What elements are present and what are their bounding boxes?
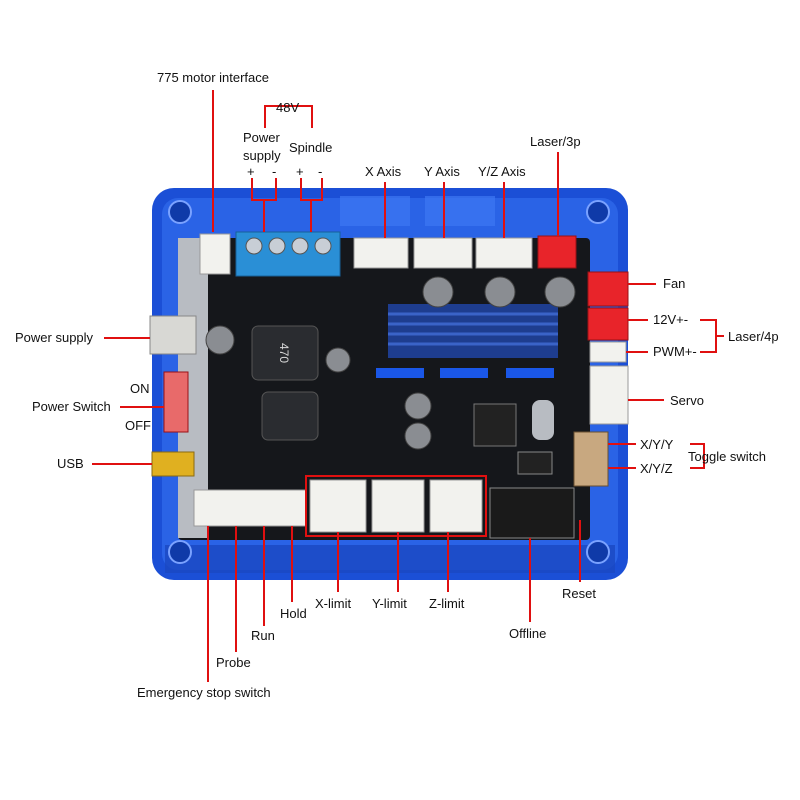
label-emergency-stop: Emergency stop switch xyxy=(137,685,271,700)
label-pwm: PWM+- xyxy=(653,344,697,359)
screw-hole-icon xyxy=(168,540,192,564)
label-yz-axis: Y/Z Axis xyxy=(478,164,526,179)
inductor xyxy=(261,391,319,441)
callout-labels: 775 motor interface 48V Power supply Spi… xyxy=(15,70,779,700)
label-run: Run xyxy=(251,628,275,643)
servo-connector xyxy=(589,365,629,425)
screw-hole-icon xyxy=(168,200,192,224)
motor-775-connector xyxy=(199,233,231,275)
jumper-header xyxy=(517,451,553,475)
label-servo: Servo xyxy=(670,393,704,408)
leader-lines xyxy=(92,90,724,682)
capacitor xyxy=(404,422,432,450)
yz-axis-connector xyxy=(475,237,533,269)
label-power-supply-left: Power supply xyxy=(15,330,94,345)
laser-4p-connector xyxy=(587,307,629,341)
label-y-axis: Y Axis xyxy=(424,164,460,179)
pwm-connector xyxy=(589,341,627,363)
capacitor xyxy=(404,392,432,420)
label-on: ON xyxy=(130,381,150,396)
label-laser-3p: Laser/3p xyxy=(530,134,581,149)
capacitor xyxy=(325,347,351,373)
crystal xyxy=(532,400,554,440)
capacitor xyxy=(484,276,516,308)
label-power-supply-top-2: supply xyxy=(243,148,281,163)
label-offline: Offline xyxy=(509,626,546,641)
label-toggle-switch: Toggle switch xyxy=(688,449,766,464)
label-minus-1: - xyxy=(272,164,276,179)
label-775-motor-interface: 775 motor interface xyxy=(157,70,269,85)
label-plus-1: + xyxy=(247,164,255,179)
heatsink xyxy=(388,304,558,358)
screw-hole-icon xyxy=(586,540,610,564)
capacitor xyxy=(422,276,454,308)
label-laser-4p: Laser/4p xyxy=(728,329,779,344)
inductor-code: 470 xyxy=(277,343,291,363)
fan-connector xyxy=(587,271,629,307)
label-12v: 12V+- xyxy=(653,312,688,327)
y-axis-connector xyxy=(413,237,473,269)
label-usb: USB xyxy=(57,456,84,471)
power-switch xyxy=(163,371,189,433)
label-x-limit: X-limit xyxy=(315,596,351,611)
toggle-switch xyxy=(573,431,609,487)
bottom-connector-strip xyxy=(193,489,307,527)
label-power-switch: Power Switch xyxy=(32,399,111,414)
screw-hole-icon xyxy=(586,200,610,224)
label-xyz: X/Y/Z xyxy=(640,461,673,476)
label-y-limit: Y-limit xyxy=(372,596,407,611)
y-limit-connector xyxy=(371,479,425,533)
label-hold: Hold xyxy=(280,606,307,621)
laser-3p-connector xyxy=(537,235,577,269)
power-jack xyxy=(149,315,197,355)
label-off: OFF xyxy=(125,418,151,433)
label-minus-2: - xyxy=(318,164,322,179)
label-reset: Reset xyxy=(562,586,596,601)
board-photo: 470 xyxy=(149,188,629,580)
inductor xyxy=(251,325,319,381)
label-fan: Fan xyxy=(663,276,685,291)
x-limit-connector xyxy=(309,479,367,533)
label-power-supply-top-1: Power xyxy=(243,130,281,145)
label-xyy: X/Y/Y xyxy=(640,437,674,452)
capacitor xyxy=(544,276,576,308)
capacitor xyxy=(205,325,235,355)
label-probe: Probe xyxy=(216,655,251,670)
label-x-axis: X Axis xyxy=(365,164,402,179)
terminal-block xyxy=(235,231,341,277)
offline-connector xyxy=(489,487,575,539)
z-limit-connector xyxy=(429,479,483,533)
label-z-limit: Z-limit xyxy=(429,596,465,611)
label-48v: 48V xyxy=(276,100,299,115)
usb-port xyxy=(151,451,195,477)
label-spindle: Spindle xyxy=(289,140,332,155)
label-plus-2: + xyxy=(296,164,304,179)
microcontroller-chip xyxy=(473,403,517,447)
x-axis-connector xyxy=(353,237,409,269)
